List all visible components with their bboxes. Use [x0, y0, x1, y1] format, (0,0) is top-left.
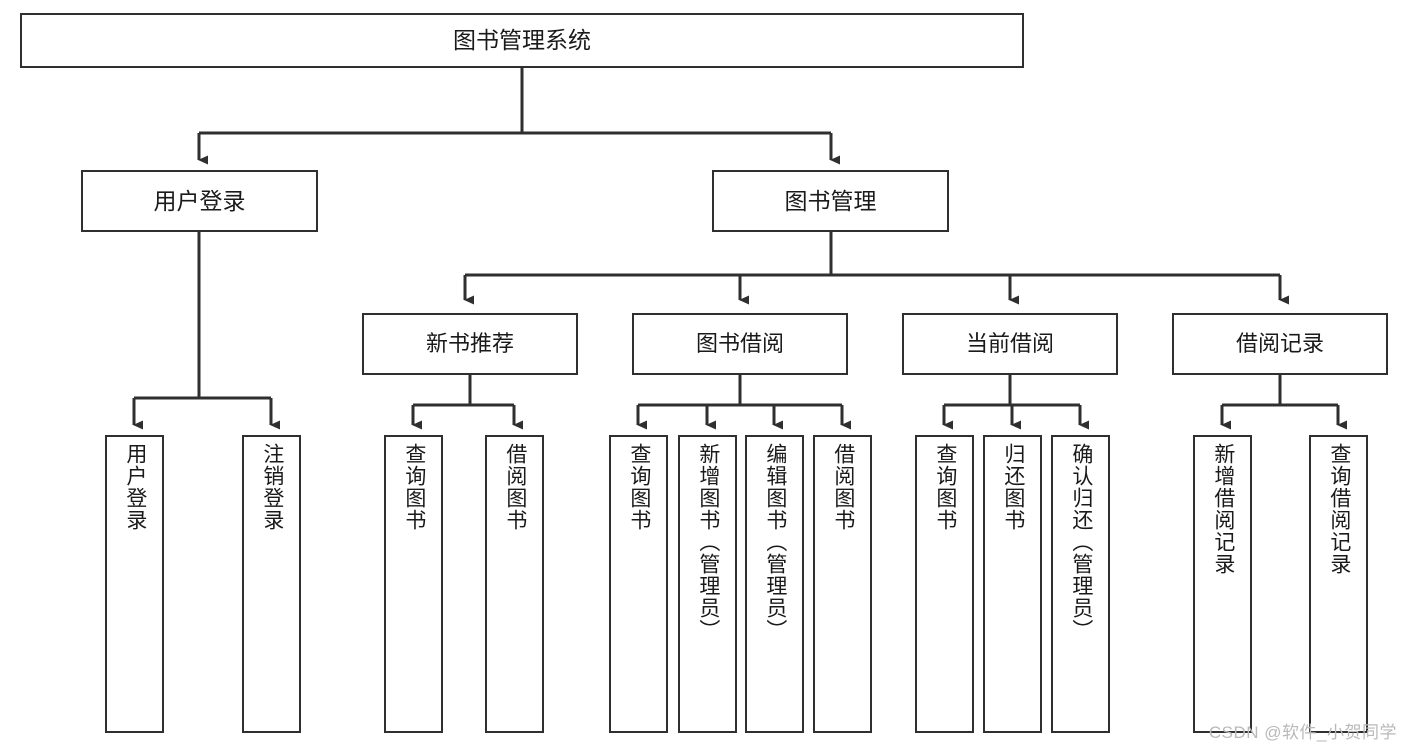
node-label: 用户登录 [123, 443, 147, 531]
leaf-return-books[interactable]: 归还图书 [983, 435, 1042, 733]
node-current-borrowing[interactable]: 当前借阅 [902, 313, 1118, 375]
node-label: 用户登录 [153, 187, 246, 214]
node-book-management-system[interactable]: 图书管理系统 [20, 13, 1024, 68]
node-label: 新书推荐 [425, 331, 514, 356]
leaf-user-login[interactable]: 用户登录 [105, 435, 164, 733]
leaf-query-books-current[interactable]: 查询图书 [915, 435, 974, 733]
leaf-edit-book-admin[interactable]: 编辑图书（管理员） [745, 435, 804, 733]
node-book-borrowing[interactable]: 图书借阅 [632, 313, 848, 375]
node-label: 查询借阅记录 [1327, 443, 1351, 575]
node-borrowing-records[interactable]: 借阅记录 [1172, 313, 1388, 375]
node-label: 图书管理系统 [453, 27, 591, 53]
leaf-add-borrow-record[interactable]: 新增借阅记录 [1193, 435, 1252, 733]
node-label: 归还图书 [1001, 443, 1025, 531]
node-label: 编辑图书（管理员） [763, 443, 787, 641]
node-label: 借阅图书 [831, 443, 855, 531]
csdn-watermark: CSDN @软件_小贺同学 [1208, 723, 1397, 742]
node-label: 确认归还（管理员） [1069, 443, 1093, 641]
node-label: 注销登录 [260, 443, 284, 531]
node-label: 借阅图书 [503, 443, 527, 531]
leaf-query-borrow-record[interactable]: 查询借阅记录 [1309, 435, 1368, 733]
leaf-borrow-books-recommend[interactable]: 借阅图书 [485, 435, 544, 733]
leaf-borrow-books[interactable]: 借阅图书 [813, 435, 872, 733]
leaf-confirm-return-admin[interactable]: 确认归还（管理员） [1051, 435, 1110, 733]
leaf-add-book-admin[interactable]: 新增图书（管理员） [678, 435, 737, 733]
node-user-login[interactable]: 用户登录 [81, 170, 318, 232]
leaf-query-books-recommend[interactable]: 查询图书 [384, 435, 443, 733]
node-new-book-recommendation[interactable]: 新书推荐 [362, 313, 578, 375]
node-label: 借阅记录 [1235, 331, 1324, 356]
node-book-management[interactable]: 图书管理 [712, 170, 949, 232]
node-label: 当前借阅 [965, 331, 1054, 356]
node-label: 图书管理 [784, 187, 877, 214]
node-label: 新增借阅记录 [1211, 443, 1235, 575]
leaf-query-books-borrow[interactable]: 查询图书 [609, 435, 668, 733]
leaf-logout[interactable]: 注销登录 [242, 435, 301, 733]
node-label: 图书借阅 [695, 331, 784, 356]
node-label: 新增图书（管理员） [696, 443, 720, 641]
node-label: 查询图书 [933, 443, 957, 531]
node-label: 查询图书 [627, 443, 651, 531]
node-label: 查询图书 [402, 443, 426, 531]
